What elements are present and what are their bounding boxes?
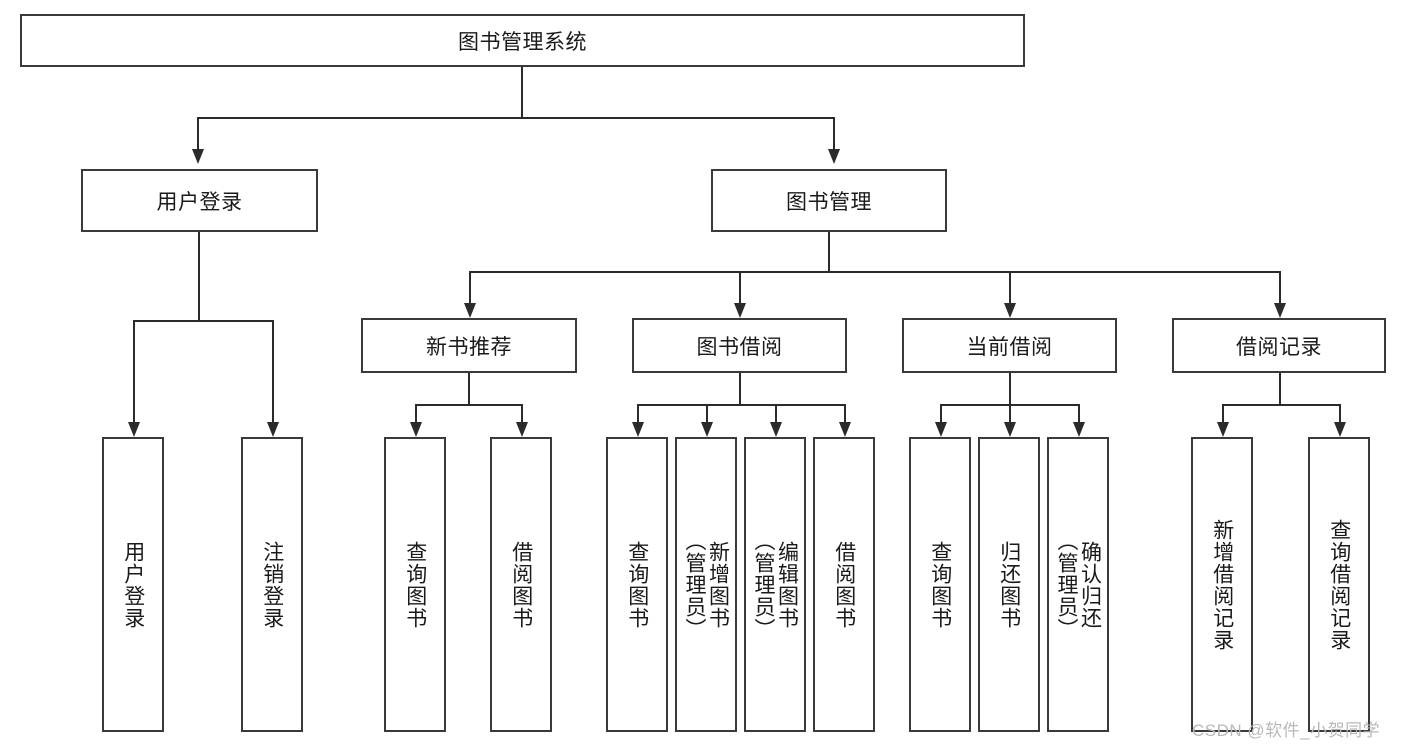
- arrow-down-icon: [516, 422, 528, 437]
- edge-borrow-record-drop-1: [1222, 404, 1224, 422]
- edge-root-drop-left: [197, 117, 199, 149]
- edge-book-borrow-drop-4: [844, 404, 846, 422]
- node-label: 新书推荐: [426, 335, 512, 359]
- edge-current-borrow-stem: [1009, 373, 1011, 404]
- edge-book-borrow-drop-1: [637, 404, 639, 422]
- leaf-borrow-book-recommend[interactable]: 借阅图书: [490, 437, 552, 732]
- node-label: 用户登录: [156, 190, 243, 214]
- node-label: 当前借阅: [966, 335, 1053, 359]
- node-label: 新增借阅记录: [1210, 518, 1234, 651]
- edge-new-book-stem: [468, 373, 470, 404]
- node-label: 注销登录: [260, 540, 284, 629]
- node-label: 借阅记录: [1236, 335, 1322, 359]
- edge-new-book-drop-1: [415, 404, 417, 422]
- leaf-query-borrow-record[interactable]: 查询借阅记录: [1308, 437, 1370, 732]
- node-root-book-management-system[interactable]: 图书管理系统: [20, 14, 1025, 67]
- arrow-down-icon: [828, 149, 840, 164]
- edge-book-mgmt-stem: [828, 232, 830, 271]
- edge-root-bus: [197, 117, 834, 119]
- arrow-down-icon: [701, 422, 713, 437]
- edge-root-drop-right: [833, 117, 835, 149]
- arrow-down-icon: [1073, 422, 1085, 437]
- leaf-confirm-return-admin[interactable]: 确认归还 （管理员）: [1047, 437, 1109, 732]
- node-new-book-recommend[interactable]: 新书推荐: [361, 318, 577, 373]
- edge-new-book-drop-2: [521, 404, 523, 422]
- edge-user-login-drop-1: [133, 320, 135, 422]
- node-label: 借阅图书: [509, 540, 533, 629]
- edge-current-borrow-drop-1: [940, 404, 942, 422]
- arrow-down-icon: [1217, 422, 1229, 437]
- node-label: 借阅图书: [832, 540, 856, 629]
- edge-book-mgmt-drop-2: [739, 271, 741, 303]
- leaf-add-book-admin[interactable]: 新增图书 （管理员）: [675, 437, 737, 732]
- edge-current-borrow-drop-2: [1009, 404, 1011, 422]
- node-book-borrow[interactable]: 图书借阅: [632, 318, 847, 373]
- edge-root-stem: [521, 67, 523, 117]
- leaf-return-book[interactable]: 归还图书: [978, 437, 1040, 732]
- node-label: 新增图书 （管理员）: [683, 529, 730, 640]
- leaf-query-book-recommend[interactable]: 查询图书: [384, 437, 446, 732]
- edge-borrow-record-bus: [1222, 404, 1339, 406]
- edge-book-mgmt-drop-3: [1009, 271, 1011, 303]
- arrow-down-icon: [1004, 422, 1016, 437]
- edge-book-mgmt-drop-1: [469, 271, 471, 303]
- node-label: 归还图书: [997, 540, 1021, 629]
- arrow-down-icon: [839, 422, 851, 437]
- arrow-down-icon: [632, 422, 644, 437]
- node-label: 图书管理系统: [458, 30, 587, 54]
- edge-user-login-bus: [133, 320, 274, 322]
- node-book-management[interactable]: 图书管理: [711, 169, 947, 232]
- edge-borrow-record-stem: [1279, 373, 1281, 404]
- arrow-down-icon: [410, 422, 422, 437]
- arrow-down-icon: [770, 422, 782, 437]
- edge-book-borrow-stem: [739, 373, 741, 404]
- node-label: 图书借阅: [696, 335, 783, 359]
- arrow-down-icon: [464, 303, 476, 318]
- edge-user-login-stem: [198, 232, 200, 320]
- node-user-login[interactable]: 用户登录: [81, 169, 318, 232]
- csdn-watermark: CSDN @软件_小贺同学: [1192, 721, 1381, 740]
- node-label: 查询图书: [928, 540, 952, 629]
- edge-borrow-record-drop-2: [1339, 404, 1341, 422]
- leaf-add-borrow-record[interactable]: 新增借阅记录: [1191, 437, 1253, 732]
- leaf-edit-book-admin[interactable]: 编辑图书 （管理员）: [744, 437, 806, 732]
- edge-current-borrow-drop-3: [1078, 404, 1080, 422]
- arrow-down-icon: [1004, 303, 1016, 318]
- arrow-down-icon: [192, 149, 204, 164]
- node-label: 编辑图书 （管理员）: [752, 529, 799, 640]
- arrow-down-icon: [128, 422, 140, 437]
- arrow-down-icon: [267, 422, 279, 437]
- arrow-down-icon: [1334, 422, 1346, 437]
- node-label: 用户登录: [121, 540, 145, 629]
- leaf-query-book-current[interactable]: 查询图书: [909, 437, 971, 732]
- node-label: 查询图书: [403, 540, 427, 629]
- arrow-down-icon: [935, 422, 947, 437]
- node-label: 图书管理: [786, 190, 872, 214]
- leaf-logout[interactable]: 注销登录: [241, 437, 303, 732]
- edge-book-mgmt-drop-4: [1279, 271, 1281, 303]
- edge-user-login-drop-2: [272, 320, 274, 422]
- edge-book-mgmt-bus: [469, 271, 1281, 273]
- arrow-down-icon: [1274, 303, 1286, 318]
- node-label: 查询图书: [625, 540, 649, 629]
- node-current-borrow[interactable]: 当前借阅: [902, 318, 1117, 373]
- edge-book-borrow-drop-2: [706, 404, 708, 422]
- leaf-user-login[interactable]: 用户登录: [102, 437, 164, 732]
- node-label: 确认归还 （管理员）: [1055, 529, 1102, 640]
- arrow-down-icon: [734, 303, 746, 318]
- leaf-borrow-book[interactable]: 借阅图书: [813, 437, 875, 732]
- edge-book-borrow-drop-3: [775, 404, 777, 422]
- node-borrow-record[interactable]: 借阅记录: [1172, 318, 1386, 373]
- edge-new-book-bus: [415, 404, 523, 406]
- leaf-query-book[interactable]: 查询图书: [606, 437, 668, 732]
- edge-book-borrow-bus: [637, 404, 845, 406]
- node-label: 查询借阅记录: [1327, 518, 1351, 651]
